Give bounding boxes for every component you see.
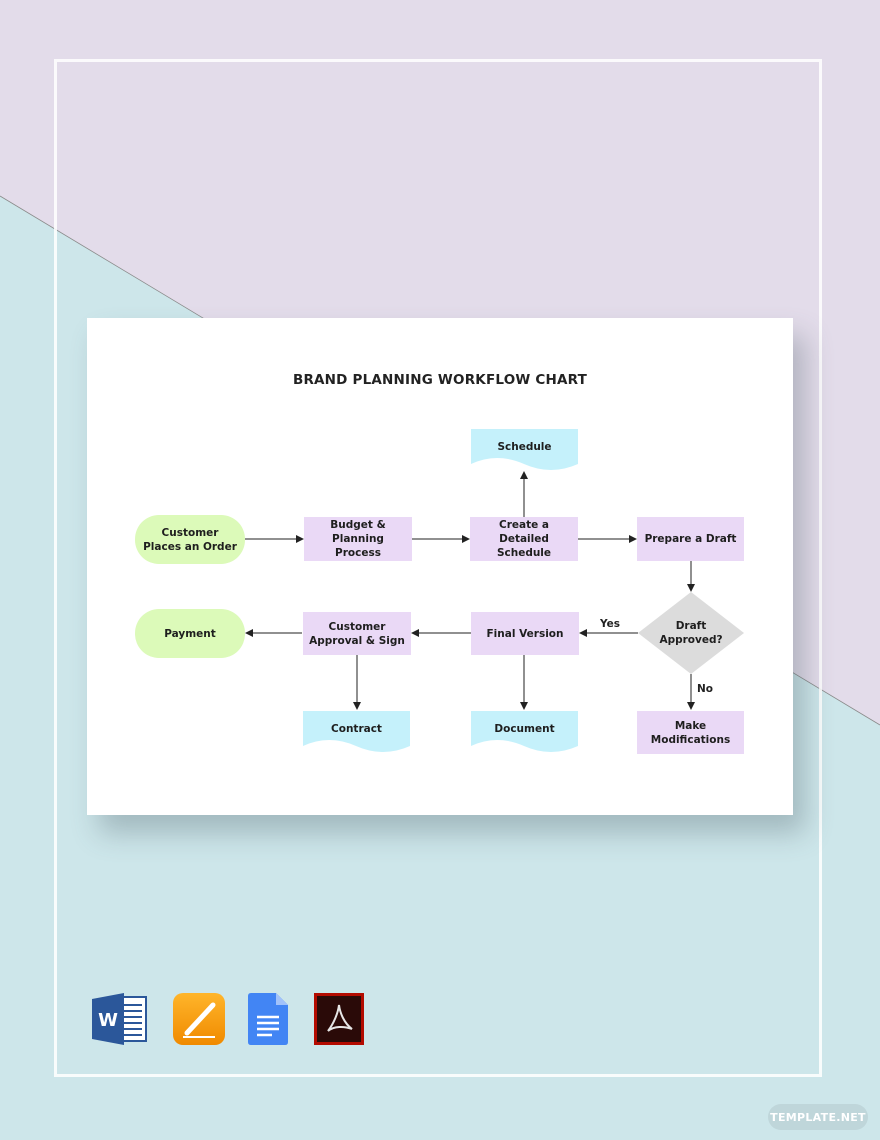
chart-title: BRAND PLANNING WORKFLOW CHART [292, 372, 588, 388]
edge-label-yes: Yes [600, 618, 621, 630]
node-customer-approval: Customer Approval & Sign [303, 612, 411, 655]
node-schedule-doc: Schedule [497, 441, 552, 453]
acrobat-pdf-icon[interactable] [314, 993, 364, 1045]
word-icon[interactable]: W [92, 993, 148, 1045]
node-detailed-schedule: Create a Detailed Schedule [470, 517, 578, 561]
svg-text:W: W [98, 1010, 118, 1031]
node-document: Document [494, 723, 555, 735]
edge-label-no: No [697, 683, 714, 695]
watermark-badge: TEMPLATE.NET [768, 1104, 868, 1130]
node-payment: Payment [135, 609, 245, 658]
node-contract: Contract [331, 723, 382, 735]
google-docs-icon[interactable] [248, 993, 288, 1045]
page-frame [54, 59, 822, 1077]
node-budget-planning: Budget & Planning Process [304, 517, 412, 561]
node-customer-places-order: Customer Places an Order [135, 515, 245, 564]
node-make-modifications: Make Modifications [637, 711, 744, 754]
node-draft-approved: Draft Approved? [659, 620, 723, 646]
node-prepare-draft: Prepare a Draft [637, 517, 744, 561]
pages-icon[interactable] [173, 993, 225, 1045]
node-final-version: Final Version [471, 612, 579, 655]
